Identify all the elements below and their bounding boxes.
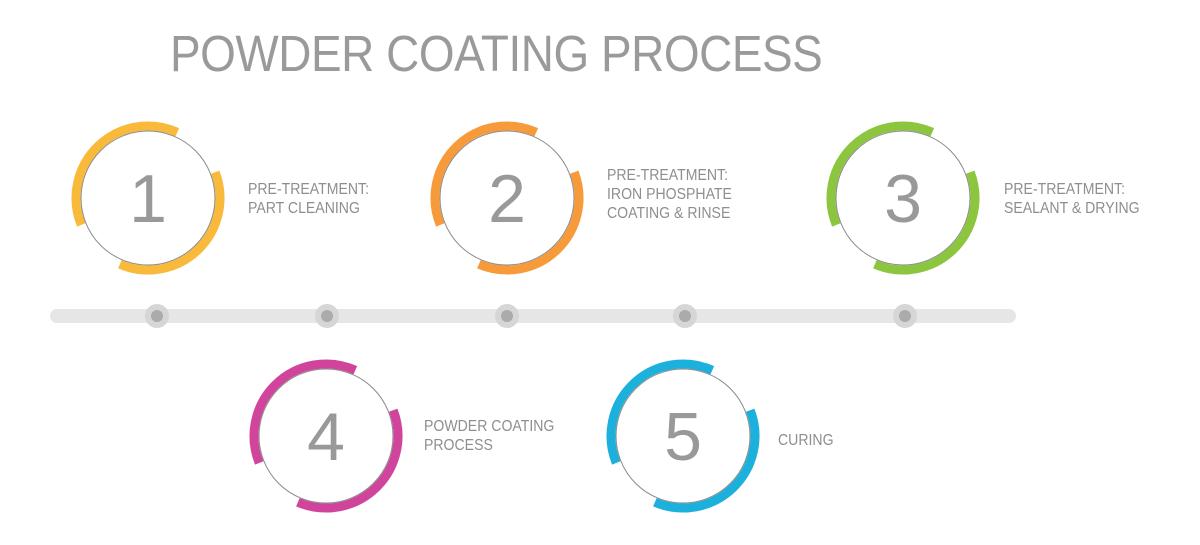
step-arc [296, 408, 403, 513]
step-1-label: PRE-TREATMENT: PART CLEANING [248, 180, 369, 218]
timeline-dot-center [679, 310, 691, 322]
step-circle [258, 368, 394, 504]
page-title: POWDER COATING PROCESS [170, 25, 823, 82]
timeline-bar [50, 309, 1016, 323]
label-line: SEALANT & DRYING [1004, 200, 1140, 217]
step-4-badge: 4 [249, 359, 403, 513]
step-circle [80, 130, 216, 266]
step-4-label: POWDER COATING PROCESS [424, 417, 554, 455]
timeline-dot-center [899, 310, 911, 322]
step-arc [653, 408, 760, 513]
step-arc [477, 170, 584, 275]
label-line: POWDER COATING [424, 418, 555, 435]
step-3-label: PRE-TREATMENT: SEALANT & DRYING [1004, 180, 1140, 218]
step-arc [873, 170, 980, 275]
step-number: 3 [884, 161, 922, 237]
step-arc [430, 121, 539, 227]
label-line: PART CLEANING [248, 200, 360, 217]
label-line: PROCESS [424, 437, 493, 454]
timeline-dot-center [501, 310, 513, 322]
timeline-dot-center [321, 310, 333, 322]
label-line: IRON PHOSPHATE [607, 186, 732, 203]
step-2-badge: 2 [430, 121, 584, 275]
step-arc [118, 170, 225, 275]
step-number: 5 [664, 399, 702, 475]
step-circle [835, 130, 971, 266]
step-arc [826, 121, 935, 227]
step-5-badge: 5 [606, 359, 760, 513]
step-5-label: CURING [778, 431, 834, 450]
step-circle [439, 130, 575, 266]
step-circle [615, 368, 751, 504]
timeline-dot-center [151, 310, 163, 322]
step-number: 2 [488, 161, 526, 237]
step-arc [71, 121, 180, 227]
label-line: PRE-TREATMENT: [248, 181, 369, 198]
step-number: 1 [129, 161, 167, 237]
label-line: PRE-TREATMENT: [1004, 181, 1125, 198]
step-3-badge: 3 [826, 121, 980, 275]
label-line: PRE-TREATMENT: [607, 167, 728, 184]
step-1-badge: 1 [71, 121, 225, 275]
label-line: COATING & RINSE [607, 205, 731, 222]
step-arc [606, 359, 715, 465]
step-arc [249, 359, 358, 465]
step-2-label: PRE-TREATMENT: IRON PHOSPHATE COATING & RI… [607, 166, 732, 223]
step-number: 4 [307, 399, 345, 475]
label-line: CURING [778, 432, 834, 449]
